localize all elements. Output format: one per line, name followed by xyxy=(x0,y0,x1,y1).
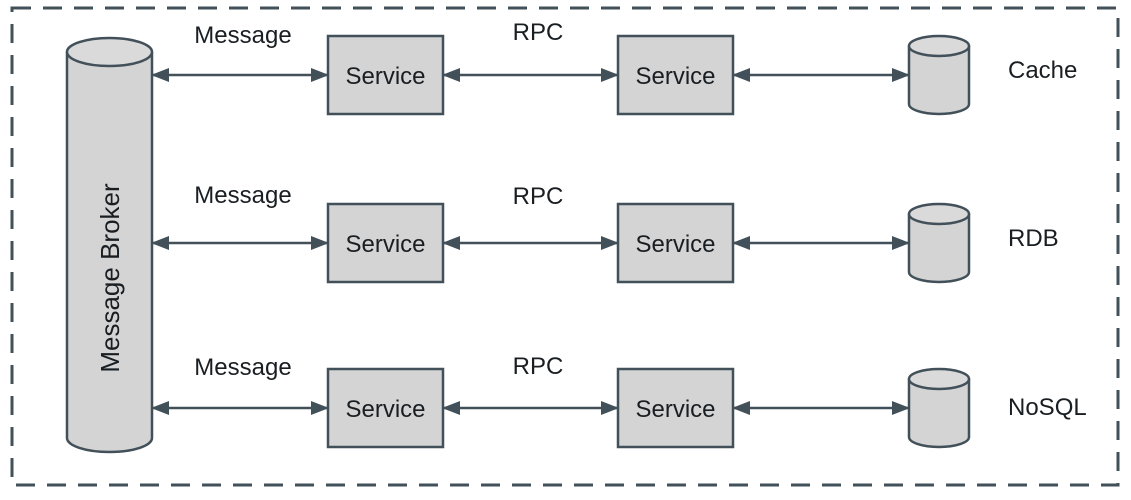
datastore-label: NoSQL xyxy=(1008,394,1087,421)
service-box xyxy=(616,367,735,449)
datastore-cylinder xyxy=(907,214,971,284)
service-label: Service xyxy=(345,63,425,90)
message-broker-label: Message Broker xyxy=(95,183,125,373)
datastore-node xyxy=(907,367,971,449)
rpc-edge-label: RPC xyxy=(513,19,564,46)
service-label: Service xyxy=(635,396,715,423)
datastore-node xyxy=(907,202,971,284)
message-broker-node: Message Broker xyxy=(65,36,154,454)
datastore-label: Cache xyxy=(1008,57,1077,84)
rpc-edge-label: RPC xyxy=(513,183,564,210)
row-rdb: Message Service RPC Service RDB xyxy=(151,182,1059,284)
service-label: Service xyxy=(635,231,715,258)
service-label: Service xyxy=(635,63,715,90)
message-edge-label: Message xyxy=(194,22,291,49)
service-node: Service xyxy=(326,202,445,284)
service-node: Service xyxy=(616,34,735,116)
message-edge-label: Message xyxy=(194,182,291,209)
message-broker-cylinder-top xyxy=(65,36,154,68)
message-edge-label: Message xyxy=(194,354,291,381)
service-box xyxy=(326,34,445,116)
message-broker-cylinder xyxy=(65,52,154,454)
service-box xyxy=(616,202,735,284)
datastore-cylinder-top xyxy=(907,367,971,391)
service-label: Service xyxy=(345,396,425,423)
datastore-cylinder-top xyxy=(907,202,971,226)
system-boundary xyxy=(10,6,1120,487)
service-node: Service xyxy=(326,367,445,449)
service-box xyxy=(616,34,735,116)
datastore-label: RDB xyxy=(1008,225,1059,252)
rpc-edge-label: RPC xyxy=(513,353,564,380)
service-label: Service xyxy=(345,231,425,258)
datastore-cylinder xyxy=(907,46,971,116)
datastore-cylinder xyxy=(907,379,971,449)
row-nosql: Message Service RPC Service NoSQL xyxy=(151,353,1087,449)
service-node: Service xyxy=(326,34,445,116)
service-node: Service xyxy=(616,367,735,449)
row-cache: Message Service RPC Service Cache xyxy=(151,19,1077,116)
service-box xyxy=(326,202,445,284)
datastore-node xyxy=(907,34,971,116)
service-node: Service xyxy=(616,202,735,284)
datastore-cylinder-top xyxy=(907,34,971,58)
